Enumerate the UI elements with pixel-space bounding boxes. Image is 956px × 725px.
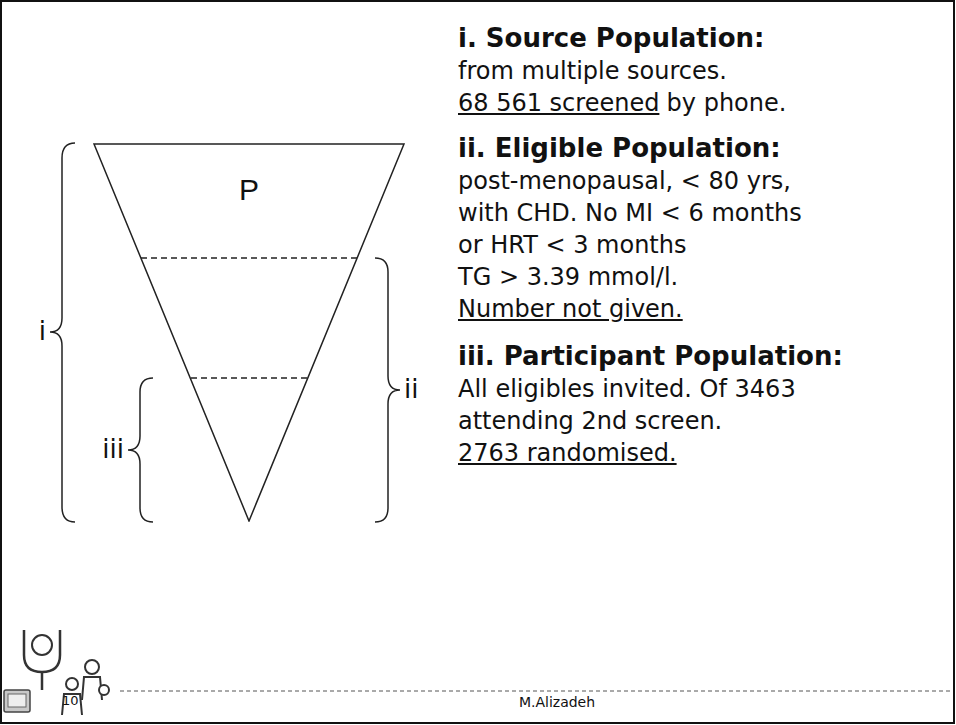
body-text: Number not given. — [458, 296, 683, 324]
bracket-label: i — [39, 317, 46, 347]
body-text: post-menopausal, < 80 yrs, — [458, 168, 791, 196]
monitor-screen — [8, 694, 26, 707]
funnel-triangle: P — [93, 143, 405, 522]
bracket-label: ii — [404, 375, 418, 405]
triangle-shape — [94, 144, 404, 521]
person-head — [99, 685, 109, 695]
slide-number: 10 — [62, 694, 79, 709]
person-head — [66, 678, 78, 690]
stethoscope-tube — [41, 672, 44, 690]
person-body — [62, 694, 82, 715]
body-text: TG > 3.39 mmol/l. — [458, 264, 678, 292]
section-heading: i. Source Population: — [458, 24, 764, 54]
dashed-divider — [141, 257, 359, 259]
body-text: 68 561 screened — [458, 90, 659, 118]
curly-bracket — [375, 258, 400, 522]
section-heading: ii. Eligible Population: — [458, 134, 781, 164]
stethoscope-head — [32, 635, 52, 655]
stethoscope-symbol — [24, 630, 60, 672]
monitor-icon — [4, 690, 30, 712]
curly-bracket — [50, 143, 75, 522]
body-text: 2763 randomised. — [458, 440, 677, 468]
population-letter: P — [239, 173, 259, 207]
section-heading: iii. Participant Population: — [458, 342, 843, 372]
body-text: from multiple sources. — [458, 58, 727, 86]
dashed-divider — [191, 377, 309, 379]
body-text: or HRT < 3 months — [458, 232, 686, 260]
body-text: All eligibles invited. Of 3463 — [458, 376, 796, 404]
body-text: attending 2nd screen. — [458, 408, 722, 436]
author-name: M.Alizadeh — [519, 694, 595, 710]
clipart-icon — [4, 630, 109, 715]
body-text: by phone. — [667, 90, 787, 118]
body-text: with CHD. No MI < 6 months — [458, 200, 802, 228]
curly-bracket — [128, 378, 153, 522]
bracket-label: iii — [102, 435, 124, 465]
person-head — [85, 660, 99, 674]
footer-rule — [120, 691, 950, 692]
